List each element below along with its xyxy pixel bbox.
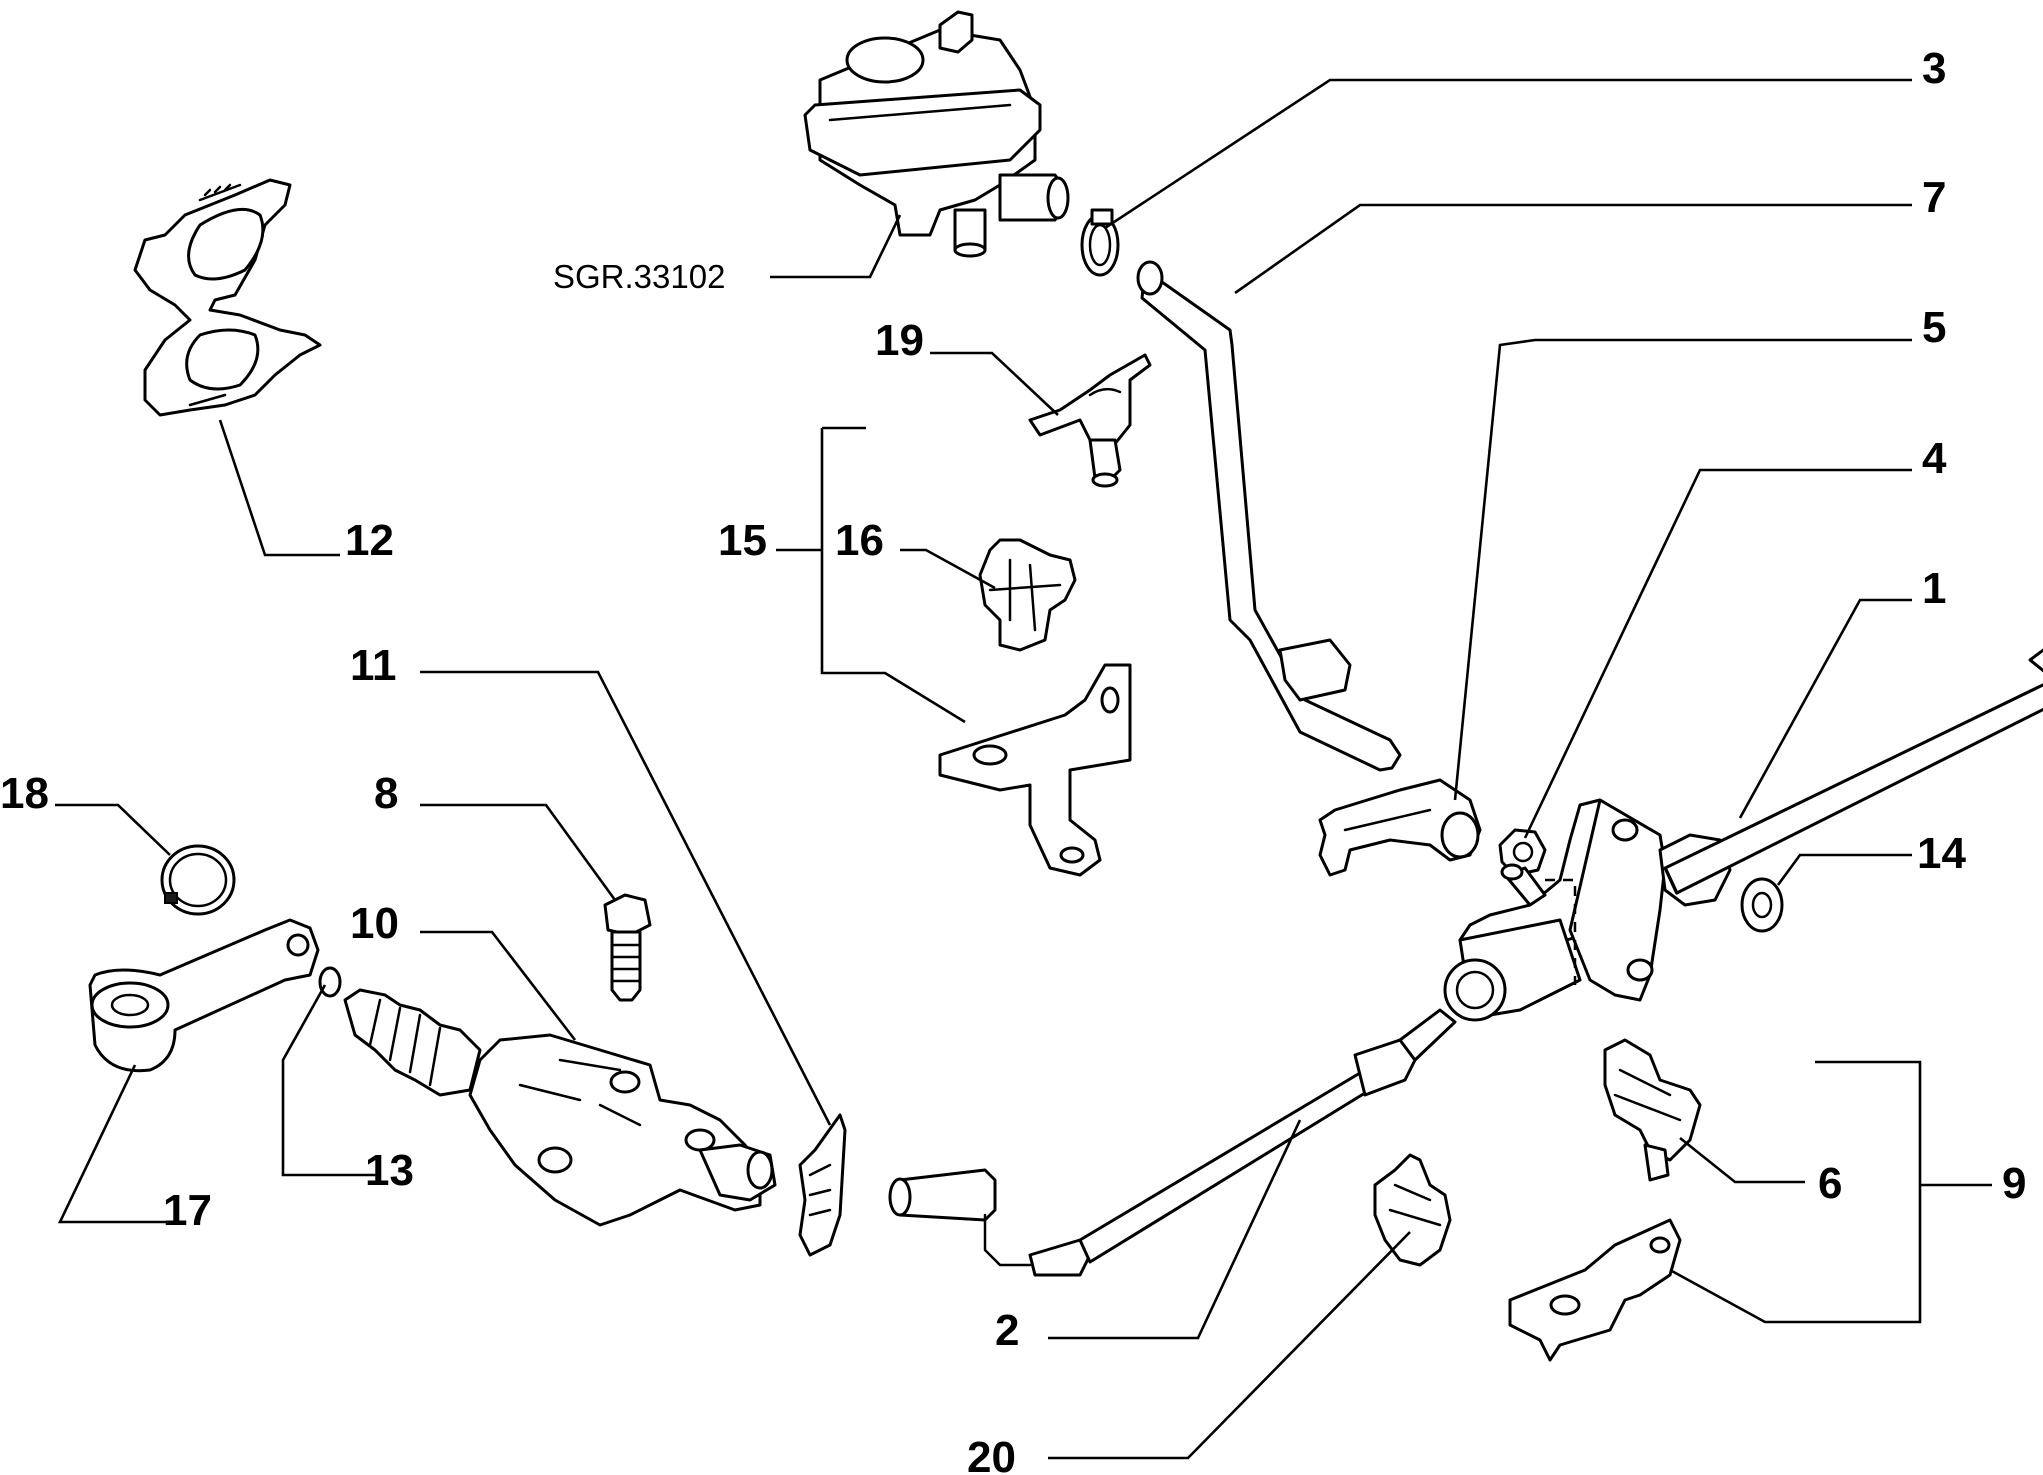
callout-18: 18 [0, 769, 49, 818]
retaining-clip-middle [978, 538, 1077, 652]
slave-cylinder [343, 988, 777, 1227]
hose-clip-12 [133, 178, 322, 417]
callout-13: 13 [365, 1146, 414, 1195]
leader-20 [1048, 1231, 1411, 1460]
callout-17: 17 [163, 1186, 212, 1235]
fluid-reservoir [803, 10, 1070, 258]
leader-reference [770, 214, 902, 279]
mounting-bracket-15 [938, 663, 1132, 877]
retaining-clip-5 [1318, 778, 1482, 877]
hose-clamp [1080, 208, 1120, 277]
leader-1 [1738, 598, 1912, 819]
callout-8: 8 [374, 769, 398, 818]
leader-19 [930, 351, 1059, 416]
callout-16: 16 [835, 516, 884, 565]
leader-3 [1104, 78, 1912, 230]
leader-15 [776, 426, 966, 724]
snap-ring-18 [160, 844, 236, 916]
leader-13 [281, 984, 380, 1177]
callout-10: 10 [350, 899, 399, 948]
leader-7 [1234, 203, 1912, 295]
bolt [603, 893, 652, 1002]
leader-14 [1776, 853, 1912, 886]
fluid-hose [1136, 260, 1402, 772]
callout-4: 4 [1922, 434, 1947, 483]
leader-6 [1679, 1136, 1805, 1184]
leader-17 [57, 1064, 180, 1224]
callout-1: 1 [1922, 564, 1946, 613]
callout-11: 11 [350, 641, 397, 690]
callout-7: 7 [1922, 173, 1946, 222]
leader-12 [218, 419, 340, 557]
retaining-clip-upper [1028, 353, 1152, 488]
master-cylinder [1443, 648, 2043, 1022]
leader-5 [1453, 338, 1912, 801]
callout-labels: SGR.33102 3 7 5 4 1 14 9 6 20 2 11 8 10 … [0, 44, 2026, 1475]
callout-5: 5 [1922, 303, 1946, 352]
retaining-clip-20 [1373, 1153, 1452, 1267]
callout-20: 20 [967, 1433, 1016, 1475]
retaining-clip-11 [798, 1113, 847, 1257]
callout-6: 6 [1818, 1159, 1842, 1208]
leader-8 [420, 803, 617, 901]
leader-lines [55, 78, 1992, 1460]
hydraulic-pipe [888, 1008, 1457, 1277]
callout-15: 15 [718, 516, 767, 565]
leader-2 [1048, 1119, 1302, 1340]
callout-3: 3 [1922, 44, 1946, 93]
leader-9 [1669, 1060, 1992, 1324]
leader-10 [420, 930, 577, 1041]
callout-14: 14 [1917, 829, 1966, 878]
leader-11 [420, 670, 832, 1126]
callout-9: 9 [2002, 1159, 2026, 1208]
callout-19: 19 [875, 316, 924, 365]
leader-1-dash [1545, 878, 1577, 985]
release-lever [88, 918, 320, 1073]
reference-label: SGR.33102 [553, 258, 725, 295]
leader-18 [55, 803, 171, 856]
retaining-clip-6 [1603, 1038, 1702, 1182]
leader-16 [900, 548, 996, 590]
washer [1740, 877, 1784, 933]
leader-4 [1523, 468, 1912, 839]
mounting-bracket-9 [1508, 1218, 1682, 1362]
callout-12: 12 [345, 516, 394, 565]
o-ring-13 [318, 966, 342, 998]
callout-2: 2 [995, 1306, 1019, 1355]
